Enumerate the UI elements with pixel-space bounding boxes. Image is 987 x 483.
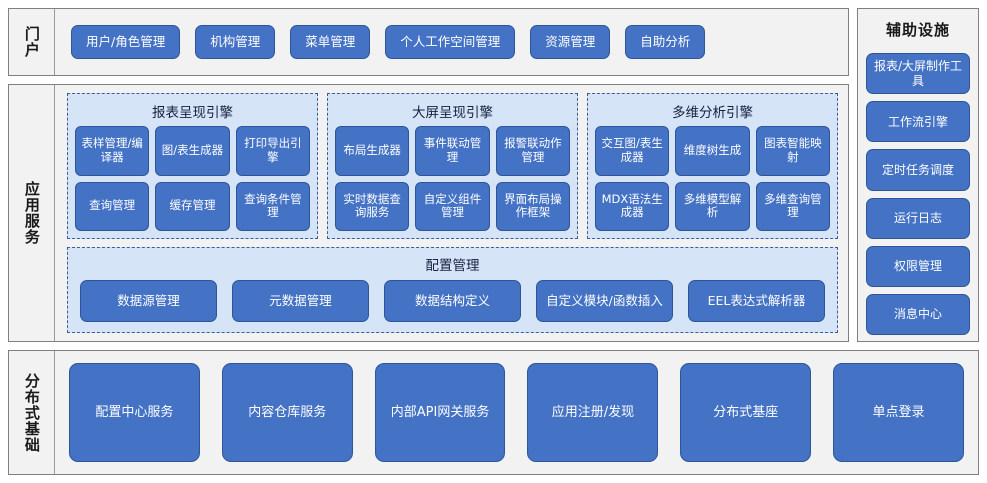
config-item-data-structure-definition[interactable]: 数据结构定义 <box>384 280 521 322</box>
engine-item-query-condition-management[interactable]: 查询条件管理 <box>235 181 310 231</box>
engine-item-mdx-syntax-generator[interactable]: MDX语法生成器 <box>595 181 670 231</box>
engine-item-dimension-tree-generation[interactable]: 维度树生成 <box>675 126 750 176</box>
engine-item-multidimensional-model-parsing[interactable]: 多维模型解析 <box>675 181 750 231</box>
config-item-custom-module-function-insertion[interactable]: 自定义模块/函数插入 <box>536 280 673 322</box>
configuration-management-title: 配置管理 <box>425 258 480 274</box>
engine-item-ui-layout-operation-framework[interactable]: 界面布局操作框架 <box>495 181 570 231</box>
portal-item-menu-management[interactable]: 菜单管理 <box>290 25 371 59</box>
aux-item-scheduled-task-scheduler[interactable]: 定时任务调度 <box>866 149 970 191</box>
portal-item-list: 用户/角色管理 机构管理 菜单管理 个人工作空间管理 资源管理 自助分析 <box>55 9 848 75</box>
application-services-section-label: 应用服务 <box>9 85 55 341</box>
engine-item-chart-smart-mapping[interactable]: 图表智能映射 <box>755 126 830 176</box>
dist-item-config-center-service[interactable]: 配置中心服务 <box>69 363 200 462</box>
distributed-foundation-section: 分布式基础 配置中心服务 内容仓库服务 内部API网关服务 应用注册/发现 分布… <box>8 350 979 475</box>
report-rendering-engine-title: 报表呈现引擎 <box>152 105 233 121</box>
aux-item-report-dashboard-authoring-tool[interactable]: 报表/大屏制作工具 <box>866 53 970 95</box>
application-services-body: 报表呈现引擎 表样管理/编译器 图/表生成器 打印导出引擎 查询管理 缓存管理 … <box>55 85 848 341</box>
engine-item-cache-management[interactable]: 缓存管理 <box>155 181 230 231</box>
dist-item-internal-api-gateway-service[interactable]: 内部API网关服务 <box>374 363 506 462</box>
report-rendering-engine-grid: 表样管理/编译器 图/表生成器 打印导出引擎 查询管理 缓存管理 查询条件管理 <box>75 126 310 231</box>
portal-item-personal-workspace-management[interactable]: 个人工作空间管理 <box>385 25 516 59</box>
engine-panel-row: 报表呈现引擎 表样管理/编译器 图/表生成器 打印导出引擎 查询管理 缓存管理 … <box>67 93 838 239</box>
portal-item-user-role-management[interactable]: 用户/角色管理 <box>71 25 181 59</box>
dist-item-single-sign-on[interactable]: 单点登录 <box>833 363 964 462</box>
multidimensional-analysis-engine-panel: 多维分析引擎 交互图/表生成器 维度树生成 图表智能映射 MDX语法生成器 多维… <box>587 93 838 239</box>
aux-item-workflow-engine[interactable]: 工作流引擎 <box>866 101 970 143</box>
dist-item-distributed-base[interactable]: 分布式基座 <box>680 363 812 462</box>
auxiliary-facilities-section: 辅助设施 报表/大屏制作工具 工作流引擎 定时任务调度 运行日志 权限管理 消息… <box>857 8 979 342</box>
distributed-foundation-item-list: 配置中心服务 内容仓库服务 内部API网关服务 应用注册/发现 分布式基座 单点… <box>55 351 978 474</box>
config-item-datasource-management[interactable]: 数据源管理 <box>80 280 217 322</box>
portal-item-resource-management[interactable]: 资源管理 <box>530 25 611 59</box>
engine-item-custom-component-management[interactable]: 自定义组件管理 <box>415 181 490 231</box>
configuration-management-panel: 配置管理 数据源管理 元数据管理 数据结构定义 自定义模块/函数插入 EEL表达… <box>67 247 838 333</box>
dist-item-app-registration-discovery[interactable]: 应用注册/发现 <box>527 363 659 462</box>
engine-item-report-template-management-compiler[interactable]: 表样管理/编译器 <box>75 126 150 176</box>
portal-item-self-service-analysis[interactable]: 自助分析 <box>625 25 706 59</box>
config-item-eel-expression-parser[interactable]: EEL表达式解析器 <box>688 280 825 322</box>
multidimensional-analysis-engine-title: 多维分析引擎 <box>672 105 753 121</box>
application-services-section: 应用服务 报表呈现引擎 表样管理/编译器 图/表生成器 打印导出引擎 查询管理 … <box>8 84 849 342</box>
config-item-metadata-management[interactable]: 元数据管理 <box>232 280 369 322</box>
auxiliary-facilities-title: 辅助设施 <box>885 21 950 39</box>
portal-item-org-management[interactable]: 机构管理 <box>195 25 276 59</box>
dist-item-content-repository-service[interactable]: 内容仓库服务 <box>221 363 353 462</box>
large-screen-rendering-engine-title: 大屏呈现引擎 <box>412 105 493 121</box>
engine-item-layout-generator[interactable]: 布局生成器 <box>335 126 410 176</box>
configuration-management-item-list: 数据源管理 元数据管理 数据结构定义 自定义模块/函数插入 EEL表达式解析器 <box>76 280 829 324</box>
engine-item-print-export-engine[interactable]: 打印导出引擎 <box>235 126 310 176</box>
engine-item-alarm-linkage-action-management[interactable]: 报警联动作管理 <box>495 126 570 176</box>
portal-section: 门户 用户/角色管理 机构管理 菜单管理 个人工作空间管理 资源管理 自助分析 <box>8 8 849 76</box>
distributed-foundation-section-label: 分布式基础 <box>9 351 55 474</box>
multidimensional-analysis-engine-grid: 交互图/表生成器 维度树生成 图表智能映射 MDX语法生成器 多维模型解析 多维… <box>595 126 830 231</box>
engine-item-event-linkage-management[interactable]: 事件联动管理 <box>415 126 490 176</box>
large-screen-rendering-engine-grid: 布局生成器 事件联动管理 报警联动作管理 实时数据查询服务 自定义组件管理 界面… <box>335 126 570 231</box>
report-rendering-engine-panel: 报表呈现引擎 表样管理/编译器 图/表生成器 打印导出引擎 查询管理 缓存管理 … <box>67 93 318 239</box>
engine-item-interactive-chart-table-generator[interactable]: 交互图/表生成器 <box>595 126 670 176</box>
portal-section-label: 门户 <box>9 9 55 75</box>
engine-item-realtime-data-query-service[interactable]: 实时数据查询服务 <box>335 181 410 231</box>
large-screen-rendering-engine-panel: 大屏呈现引擎 布局生成器 事件联动管理 报警联动作管理 实时数据查询服务 自定义… <box>327 93 578 239</box>
engine-item-multidimensional-query-management[interactable]: 多维查询管理 <box>755 181 830 231</box>
aux-item-permission-management[interactable]: 权限管理 <box>866 245 970 287</box>
aux-item-message-center[interactable]: 消息中心 <box>866 293 970 336</box>
engine-item-query-management[interactable]: 查询管理 <box>75 181 150 231</box>
aux-item-runtime-log[interactable]: 运行日志 <box>866 197 970 239</box>
engine-item-chart-table-generator[interactable]: 图/表生成器 <box>155 126 230 176</box>
